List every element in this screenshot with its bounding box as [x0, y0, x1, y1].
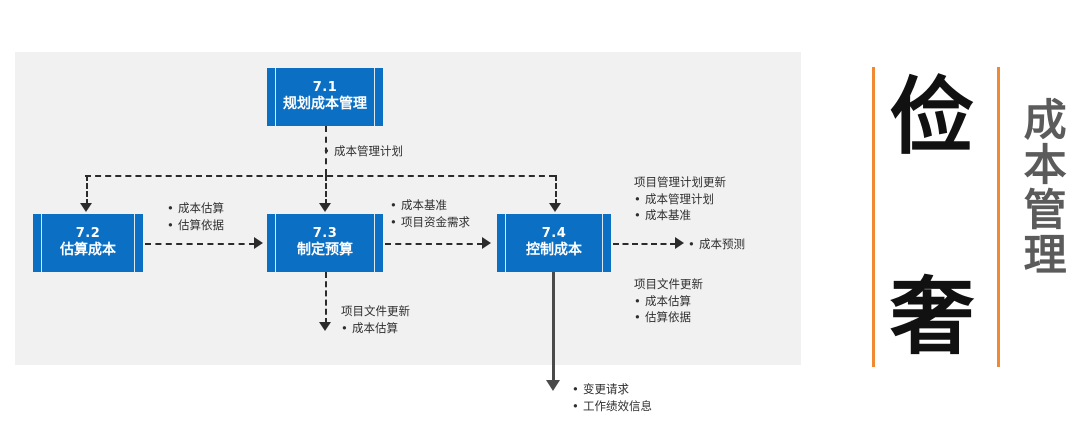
- accent-bar-left: [872, 67, 875, 367]
- arrowhead-estimate-to-budget: [254, 237, 263, 249]
- label-plan-output: 成本管理计划: [323, 143, 403, 160]
- connector-bus-to-budget: [325, 175, 327, 205]
- arrowhead-budget-to-control: [482, 237, 491, 249]
- label-control-plan-update: 项目管理计划更新 成本管理计划 成本基准: [634, 174, 726, 224]
- label-item: 估算依据: [634, 309, 703, 326]
- label-control-bottom: 变更请求 工作绩效信息: [572, 381, 652, 414]
- process-number: 7.1: [312, 80, 338, 96]
- label-item: 成本基准: [390, 197, 470, 214]
- connector-bus-to-control: [555, 175, 557, 205]
- label-item: 成本基准: [634, 207, 726, 224]
- arrowhead-bus-to-budget: [319, 203, 331, 212]
- arrowhead-budget-down: [319, 322, 331, 331]
- connector-bus-to-estimate: [86, 175, 88, 205]
- arrowhead-control-to-forecast: [675, 237, 684, 249]
- label-header: 项目文件更新: [634, 277, 703, 291]
- connector-budget-to-control: [385, 243, 483, 245]
- process-name: 规划成本管理: [283, 96, 367, 113]
- label-control-doc-update: 项目文件更新 成本估算 估算依据: [634, 276, 703, 326]
- box-left-rule: [275, 68, 276, 126]
- process-number: 7.4: [541, 226, 567, 242]
- box-right-rule: [602, 214, 603, 272]
- process-name: 估算成本: [60, 242, 116, 259]
- process-box-7-3[interactable]: 7.3 制定预算: [267, 214, 383, 272]
- process-box-7-1[interactable]: 7.1 规划成本管理: [267, 68, 383, 126]
- connector-control-to-forecast: [613, 243, 676, 245]
- sidebar-title-block: 俭 奢 成本管理: [845, 45, 1080, 395]
- sidebar-title: 成本管理: [1016, 97, 1067, 277]
- label-header: 项目文件更新: [341, 304, 410, 318]
- process-number: 7.3: [312, 226, 338, 242]
- box-left-rule: [41, 214, 42, 272]
- big-char-bottom: 奢: [890, 268, 975, 366]
- connector-control-down: [552, 272, 555, 382]
- arrowhead-bus-to-estimate: [80, 203, 92, 212]
- label-estimate-output: 成本估算 估算依据: [167, 200, 224, 233]
- label-item: 成本预测: [688, 236, 745, 253]
- connector-distribution-bus: [85, 175, 555, 177]
- label-item: 成本管理计划: [634, 191, 726, 208]
- arrowhead-bus-to-control: [549, 203, 561, 212]
- label-forecast: 成本预测: [688, 236, 745, 253]
- label-item: 成本估算: [634, 293, 703, 310]
- label-budget-output: 成本基准 项目资金需求: [390, 197, 470, 230]
- label-budget-doc-update: 项目文件更新 成本估算: [341, 303, 410, 336]
- label-item: 成本估算: [341, 320, 410, 337]
- process-box-7-4[interactable]: 7.4 控制成本: [497, 214, 611, 272]
- box-right-rule: [374, 68, 375, 126]
- label-item: 成本管理计划: [323, 143, 403, 160]
- label-item: 工作绩效信息: [572, 398, 652, 415]
- label-item: 项目资金需求: [390, 214, 470, 231]
- connector-budget-down: [325, 272, 327, 324]
- accent-bar-right: [997, 67, 1000, 367]
- label-header: 项目管理计划更新: [634, 175, 726, 189]
- process-number: 7.2: [75, 226, 101, 242]
- label-item: 成本估算: [167, 200, 224, 217]
- arrowhead-control-down: [546, 380, 560, 391]
- label-item: 估算依据: [167, 217, 224, 234]
- big-char-top: 俭: [890, 68, 975, 166]
- process-name: 制定预算: [297, 242, 353, 259]
- box-right-rule: [134, 214, 135, 272]
- box-left-rule: [275, 214, 276, 272]
- box-left-rule: [505, 214, 506, 272]
- process-name: 控制成本: [526, 242, 582, 259]
- connector-estimate-to-budget: [145, 243, 255, 245]
- process-box-7-2[interactable]: 7.2 估算成本: [33, 214, 143, 272]
- box-right-rule: [374, 214, 375, 272]
- label-item: 变更请求: [572, 381, 652, 398]
